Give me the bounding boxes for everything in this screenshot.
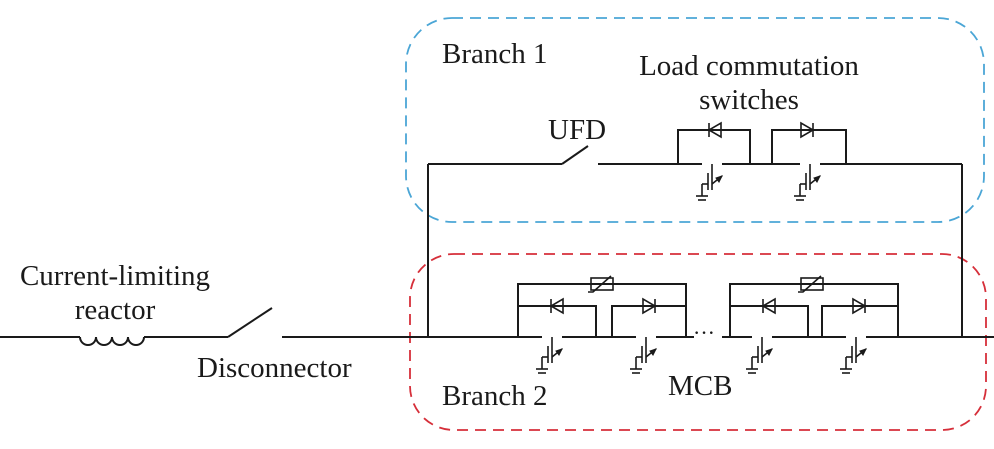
branch2-boundary — [409, 253, 987, 431]
reactor-label-line2: reactor — [74, 294, 156, 326]
mcb-module-1 — [517, 275, 687, 374]
reactor-label-line1: Current-limiting — [19, 260, 211, 292]
disconnector-blade — [227, 307, 273, 338]
mcb-ellipsis: ··· — [693, 320, 715, 345]
lcs-label-line2: switches — [699, 84, 799, 116]
branch1-label: Branch 1 — [442, 38, 548, 70]
mcb-module-2 — [729, 275, 899, 374]
lcs-label-line1: Load commutation — [639, 50, 859, 82]
lcs-cell-2 — [771, 122, 847, 201]
disconnector-label: Disconnector — [197, 352, 352, 384]
reactor-coil — [79, 336, 145, 346]
ufd-label: UFD — [548, 114, 607, 146]
ufd-switch-blade — [561, 145, 589, 165]
branch2-label: Branch 2 — [442, 380, 548, 412]
mcb-label: MCB — [668, 370, 733, 402]
lcs-cell-1 — [677, 122, 751, 201]
branch1-boundary — [405, 17, 985, 223]
